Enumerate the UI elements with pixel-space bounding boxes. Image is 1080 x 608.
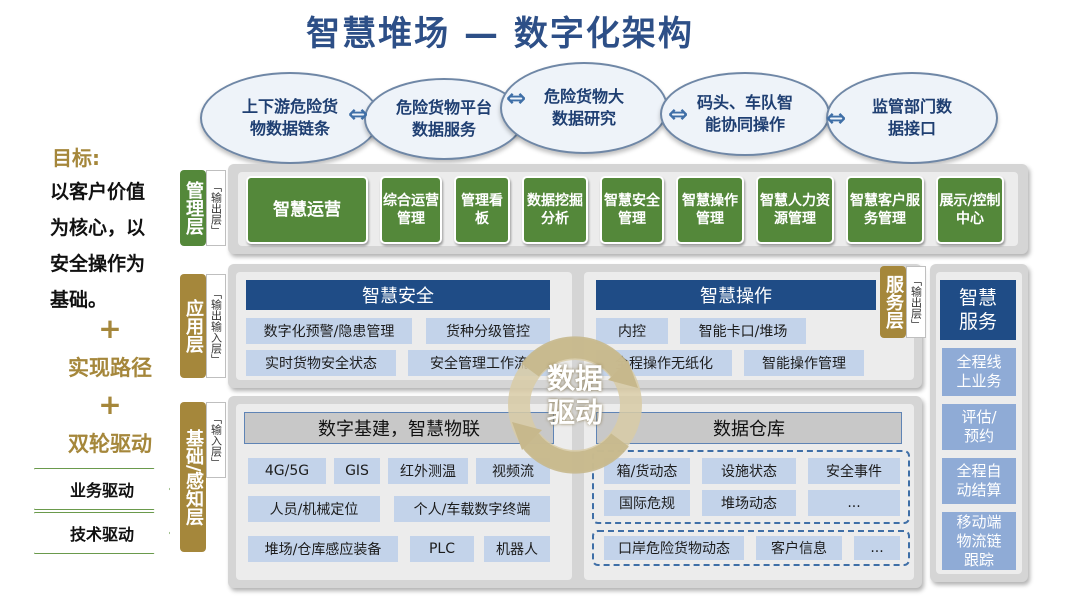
data-driven-hub: 数据 驱动 — [525, 362, 625, 430]
goal-line: 为核心，以 — [50, 217, 146, 239]
smart-service-title: 智慧服务 — [958, 287, 997, 333]
cloud-text: 物数据链条 — [249, 119, 330, 138]
service-item: 移动端物流链跟踪 — [942, 512, 1016, 570]
warehouse-item: ... — [854, 536, 900, 560]
warehouse-group-1 — [592, 450, 910, 524]
cloud-text: 码头、车队智 — [696, 93, 793, 112]
cloud-upstream-data: 上下游危险货物数据链条 — [200, 72, 380, 164]
service-layer-label: 服务层 — [883, 275, 904, 329]
mgmt-item: 智慧客户服务管理 — [846, 176, 924, 244]
smart-operation-header: 智慧操作 — [596, 280, 876, 310]
cloud-text: 危险货物大 — [543, 87, 624, 106]
goal-line: 安全操作为 — [50, 253, 146, 275]
cloud-text: 数据研究 — [551, 109, 616, 128]
operation-item: 内控 — [596, 318, 668, 344]
infra-item: 红外测温 — [388, 458, 468, 484]
safety-item: 货种分级管控 — [426, 318, 550, 344]
double-arrow-icon: ⇔ — [668, 100, 689, 128]
infra-header: 数字基建，智慧物联 — [244, 412, 554, 444]
safety-item: 数字化预警/隐患管理 — [246, 318, 412, 344]
infra-item: 人员/机械定位 — [248, 496, 380, 522]
safety-item: 实时货物安全状态 — [246, 350, 396, 376]
cloud-text: 危险货物平台 — [395, 98, 492, 117]
path-label: 实现路径 — [68, 356, 152, 380]
management-layer-label: 管理层 — [183, 181, 204, 235]
smart-operation-box: 智慧运营 — [246, 176, 368, 244]
warehouse-group-2 — [592, 530, 910, 566]
operation-item: 智能卡口/堆场 — [680, 318, 806, 344]
warehouse-header: 数据仓库 — [596, 412, 902, 444]
warehouse-item: 国际危规 — [604, 490, 690, 516]
smart-service-header: 智慧服务 — [940, 280, 1016, 340]
warehouse-item: 箱/货动态 — [604, 458, 690, 484]
infra-item: PLC — [410, 536, 474, 562]
management-sub-tag: 「输出层」 — [206, 170, 226, 246]
mgmt-item: 智慧人力资源管理 — [756, 176, 834, 244]
service-item: 全程线上业务 — [942, 348, 1016, 396]
double-arrow-icon: ⇔ — [506, 84, 527, 112]
warehouse-item: 口岸危险货物动态 — [604, 536, 744, 560]
plus-icon: + — [98, 388, 122, 421]
infra-item: 堆场/仓库感应装备 — [248, 536, 398, 562]
mgmt-item: 展示/控制中心 — [936, 176, 1004, 244]
cloud-collaboration: 码头、车队智能协同操作 — [660, 72, 830, 156]
goal-line: 以客户价值 — [50, 181, 146, 203]
infra-item: 个人/车载数字终端 — [394, 496, 550, 522]
warehouse-item: ... — [808, 490, 900, 516]
infra-item: GIS — [334, 458, 380, 484]
service-item: 评估/预约 — [942, 404, 1016, 450]
business-driver-arrow: 业务驱动 — [34, 468, 170, 510]
operation-item: 智能操作管理 — [744, 350, 864, 376]
data-driven-cycle-icon — [508, 336, 642, 474]
warehouse-item: 堆场动态 — [702, 490, 796, 516]
mgmt-item: 智慧安全管理 — [600, 176, 664, 244]
double-arrow-icon: ⇔ — [826, 104, 847, 132]
goal-line: 基础。 — [50, 289, 108, 311]
plus-icon: + — [98, 312, 122, 345]
service-sub-tag: 「输出层」 — [906, 266, 926, 338]
goal-label: 目标: — [52, 146, 100, 170]
cloud-text: 数据服务 — [411, 120, 476, 139]
cloud-platform-service: 危险货物平台数据服务 — [364, 78, 524, 160]
cloud-text: 监管部门数 — [871, 97, 952, 116]
application-sub-tag: 「输出输入层」 — [206, 274, 226, 378]
cloud-text: 能协同操作 — [704, 115, 785, 134]
mgmt-item: 管理看板 — [454, 176, 510, 244]
goal-text: 以客户价值 为核心，以 安全操作为 基础。 — [50, 174, 180, 318]
mgmt-item: 数据挖掘分析 — [522, 176, 588, 244]
page-title: 智慧堆场 — 数字化架构 — [306, 14, 694, 54]
hub-line: 驱动 — [546, 396, 603, 429]
warehouse-item: 客户信息 — [756, 536, 842, 560]
application-layer-tag: 应用层 — [180, 274, 206, 378]
hub-line: 数据 — [546, 362, 603, 395]
service-layer-tag: 服务层 — [880, 266, 906, 338]
smart-safety-header: 智慧安全 — [246, 280, 550, 310]
application-layer-label: 应用层 — [183, 299, 204, 353]
foundation-sub-tag: 「输入层」 — [206, 402, 226, 478]
warehouse-item: 设施状态 — [702, 458, 796, 484]
infra-item: 机器人 — [484, 536, 550, 562]
warehouse-item: 安全事件 — [808, 458, 900, 484]
double-arrow-icon: ⇔ — [348, 100, 369, 128]
tech-driver-arrow: 技术驱动 — [34, 512, 170, 554]
service-item: 全程自动结算 — [942, 458, 1016, 504]
mgmt-item: 智慧操作管理 — [676, 176, 744, 244]
infra-item: 视频流 — [476, 458, 550, 484]
foundation-layer-tag: 基础/感知层 — [180, 402, 206, 552]
dual-drive-label: 双轮驱动 — [68, 432, 152, 456]
cloud-text: 上下游危险货 — [241, 97, 338, 116]
foundation-layer-label: 基础/感知层 — [183, 428, 204, 526]
management-layer-tag: 管理层 — [180, 170, 206, 246]
cloud-text: 据接口 — [887, 119, 936, 138]
cloud-regulator-interface: 监管部门数据接口 — [826, 72, 998, 164]
mgmt-item: 综合运营管理 — [380, 176, 442, 244]
infra-item: 4G/5G — [248, 458, 326, 484]
